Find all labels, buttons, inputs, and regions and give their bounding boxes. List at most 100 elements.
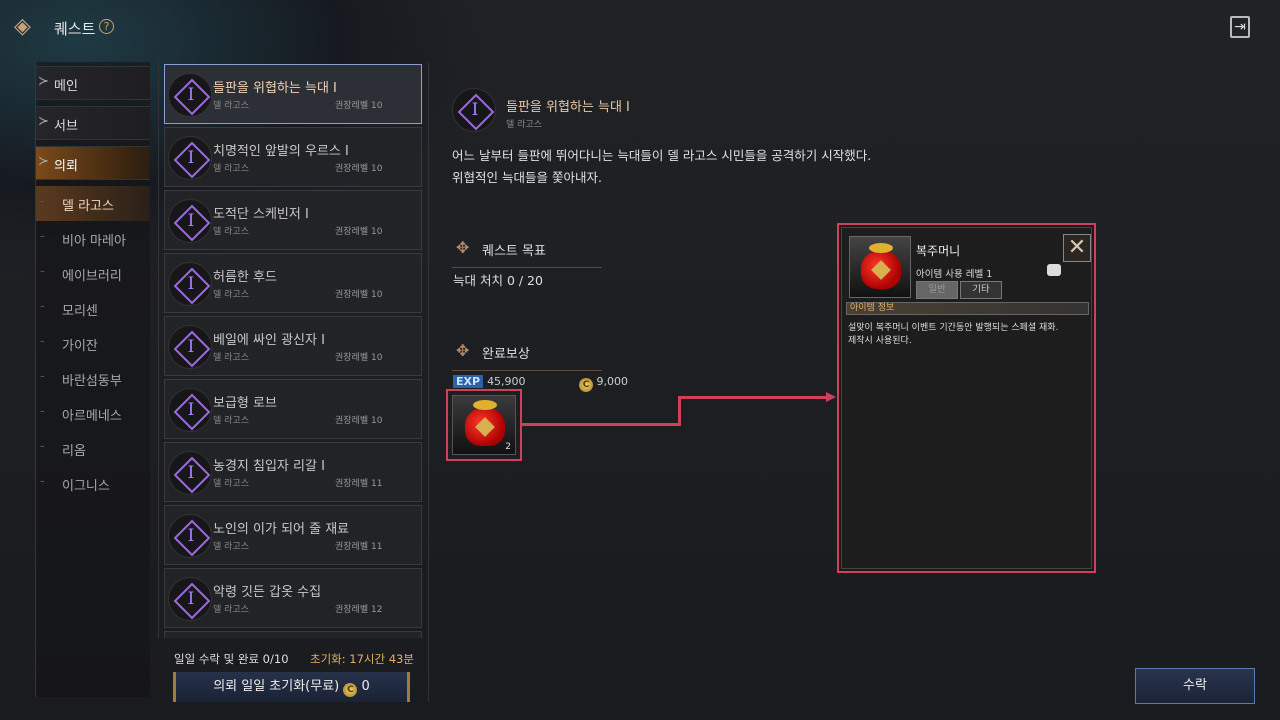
callout-line	[678, 396, 828, 399]
arrow-head	[826, 392, 836, 402]
region-item[interactable]: 리옴	[36, 431, 150, 466]
quest-name: 노인의 이가 되어 줄 재료	[213, 522, 350, 537]
daily-reset-button[interactable]: 의뢰 일일 초기화(무료) C 0	[173, 672, 410, 702]
quest-item-partial[interactable]	[164, 631, 422, 638]
quest-name: 치명적인 앞발의 우르스 Ⅰ	[213, 144, 349, 159]
quest-level: 권장레벨 10	[335, 353, 383, 363]
quest-region: 델 라고스	[213, 290, 249, 300]
top-bar: ◈ 퀘스트 ? ⇥	[0, 0, 1280, 55]
callout-line	[678, 396, 681, 426]
detail-title: 들판을 위협하는 늑대 Ⅰ	[506, 100, 630, 115]
reward-heading: 완료보상	[452, 341, 602, 371]
reset-cost: 0	[361, 679, 370, 694]
reset-label: 의뢰 일일 초기화(무료)	[213, 679, 340, 694]
region-item[interactable]: 델 라고스	[36, 186, 150, 221]
item-tooltip: 복주머니 아이템 사용 레벨 1 일반 기타 ✕ 아이템 정보 설맞이 복주머니…	[837, 223, 1096, 573]
quest-name: 들판을 위협하는 늑대 Ⅰ	[213, 81, 337, 96]
daily-count: 일일 수락 및 완료 0/10	[174, 652, 289, 666]
quest-region: 델 라고스	[213, 605, 249, 615]
quest-level: 권장레벨 11	[335, 479, 383, 489]
quest-icon: I	[168, 388, 212, 432]
coin-icon: C	[343, 683, 358, 697]
quest-icon: I	[168, 262, 212, 306]
reset-timer: 초기화: 17시간 43분	[310, 652, 414, 666]
quest-level: 권장레벨 10	[335, 101, 383, 111]
quest-name: 도적단 스케빈저 Ⅰ	[213, 207, 309, 222]
region-item[interactable]: 모리센	[36, 291, 150, 326]
quest-name: 농경지 침입자 리갈 Ⅰ	[213, 459, 325, 474]
gold-reward: C 9,000	[579, 375, 628, 392]
pouch-icon	[465, 400, 505, 446]
quest-level: 권장레벨 10	[335, 290, 383, 300]
region-item[interactable]: 아르메네스	[36, 396, 150, 431]
page-title: 퀘스트	[54, 20, 96, 38]
quest-icon: I	[168, 325, 212, 369]
item-image	[849, 236, 911, 298]
quest-description: 어느 날부터 들판에 뛰어다니는 늑대들이 델 라고스 시민들을 공격하기 시작…	[452, 148, 872, 185]
quest-level: 권장레벨 11	[335, 542, 383, 552]
accept-button[interactable]: 수락	[1135, 668, 1255, 704]
item-description: 설맞이 복주머니 이벤트 기간동안 발행되는 스페셜 재화.제작시 사용된다.	[848, 323, 1059, 346]
quest-icon: I	[452, 88, 496, 132]
callout-line	[522, 423, 680, 426]
quest-level: 권장레벨 10	[335, 416, 383, 426]
quest-level: 권장레벨 10	[335, 227, 383, 237]
help-icon[interactable]: ?	[99, 19, 114, 34]
region-item[interactable]: 에이브러리	[36, 256, 150, 291]
exit-icon[interactable]: ⇥	[1230, 16, 1250, 38]
quest-name: 베일에 싸인 광신자 Ⅰ	[213, 333, 325, 348]
objective-text: 늑대 처치 0 / 20	[453, 273, 543, 288]
quest-icon: I	[168, 577, 212, 621]
item-info-header: 아이템 정보	[846, 302, 1089, 315]
quest-icon: I	[168, 451, 212, 495]
quest-region: 델 라고스	[213, 227, 249, 237]
detail-region: 델 라고스	[506, 120, 542, 130]
quest-detail-panel	[428, 62, 1268, 702]
quest-icon: I	[168, 199, 212, 243]
gem-icon	[1047, 264, 1061, 276]
nav-request[interactable]: 의뢰	[36, 146, 150, 180]
quest-icon: I	[168, 514, 212, 558]
quest-region: 델 라고스	[213, 164, 249, 174]
objective-heading: 퀘스트 목표	[452, 238, 602, 268]
quest-level: 권장레벨 12	[335, 605, 383, 615]
quest-level: 권장레벨 10	[335, 164, 383, 174]
quest-region: 델 라고스	[213, 479, 249, 489]
category-nav: 메인 서브 의뢰 델 라고스 비아 마레아 에이브러리 모리센 가이잔 바란섬동…	[35, 62, 150, 697]
region-item[interactable]: 바란섬동부	[36, 361, 150, 396]
item-level: 아이템 사용 레벨 1	[916, 269, 993, 280]
coin-icon: C	[579, 378, 593, 392]
region-item[interactable]: 비아 마레아	[36, 221, 150, 256]
close-icon[interactable]: ✕	[1063, 234, 1091, 262]
quest-region: 델 라고스	[213, 542, 249, 552]
quest-region: 델 라고스	[213, 353, 249, 363]
pouch-icon	[861, 243, 901, 289]
quest-name: 허름한 후드	[213, 270, 277, 285]
region-item[interactable]: 가이잔	[36, 326, 150, 361]
reward-item-slot[interactable]: 2	[446, 389, 522, 461]
back-icon[interactable]: ◈	[14, 14, 31, 39]
quest-icon: I	[168, 73, 212, 117]
nav-main[interactable]: 메인	[36, 66, 150, 100]
tab-general[interactable]: 일반	[916, 281, 958, 299]
nav-sub[interactable]: 서브	[36, 106, 150, 140]
tab-other[interactable]: 기타	[960, 281, 1002, 299]
quest-name: 악령 깃든 갑옷 수집	[213, 585, 322, 600]
quest-region: 델 라고스	[213, 101, 249, 111]
region-item[interactable]: 이그니스	[36, 466, 150, 501]
item-name: 복주머니	[916, 244, 961, 258]
quest-region: 델 라고스	[213, 416, 249, 426]
quest-icon: I	[168, 136, 212, 180]
quest-name: 보급형 로브	[213, 396, 277, 411]
